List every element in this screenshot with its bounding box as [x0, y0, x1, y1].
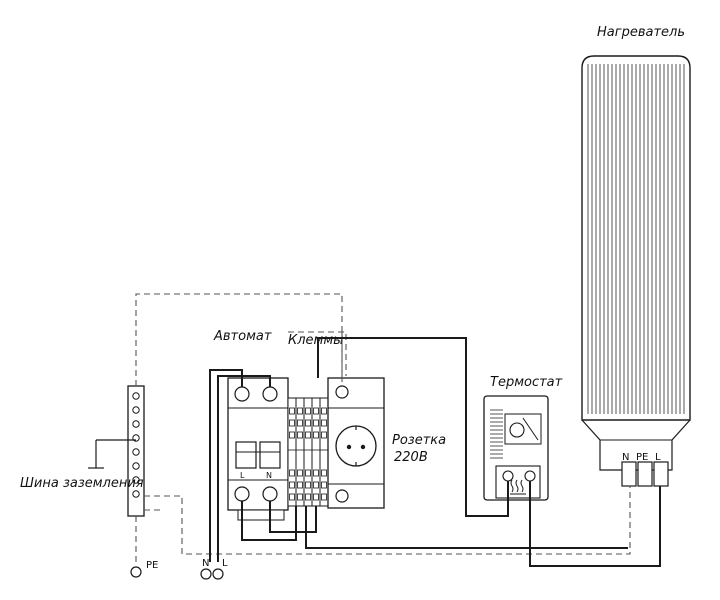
terminal-block [295, 397, 305, 507]
heating-symbol-icon [510, 479, 526, 495]
bus-hole [132, 476, 140, 484]
socket-label-line1: Розетка [392, 433, 446, 448]
circuit-breaker [227, 377, 289, 521]
supply-terminals [130, 566, 224, 580]
socket-label-line2: 220В [394, 450, 428, 465]
heater: N PE L [581, 55, 691, 487]
bus-hole [132, 392, 140, 400]
ground-symbol-icon [88, 439, 136, 469]
terminal-block [287, 397, 297, 507]
ground-bus [127, 385, 145, 517]
thermostat [483, 395, 549, 501]
bus-hole [132, 462, 140, 470]
supply-label-n: N [202, 558, 209, 569]
heater-terminal-block [621, 461, 669, 487]
terminals-label: Клеммы [288, 333, 343, 348]
heater-label: Нагреватель [597, 25, 685, 40]
terminal-block [319, 397, 329, 507]
ground-wires-dashed [135, 293, 631, 566]
terminal-blocks [287, 397, 329, 507]
ground-bus-label: Шина заземления [20, 476, 144, 491]
breaker-mark-n: N [266, 471, 272, 480]
heater-terminal-n: N [622, 452, 629, 463]
socket-icon [335, 425, 377, 467]
supply-label-l: L [222, 558, 228, 569]
bus-hole [132, 448, 140, 456]
socket [327, 377, 385, 509]
bus-hole [132, 490, 140, 498]
breaker-label: Автомат [213, 329, 272, 344]
terminal-block [303, 397, 313, 507]
heater-terminal-l: L [655, 452, 661, 463]
bus-hole [132, 420, 140, 428]
bus-hole [132, 406, 140, 414]
thermostat-label: Термостат [490, 375, 563, 390]
breaker-mark-l: L [240, 471, 245, 480]
terminal-block [311, 397, 321, 507]
supply-label-pe: PE [146, 560, 158, 571]
power-wires [209, 337, 661, 567]
heater-terminal-pe: PE [636, 452, 648, 463]
